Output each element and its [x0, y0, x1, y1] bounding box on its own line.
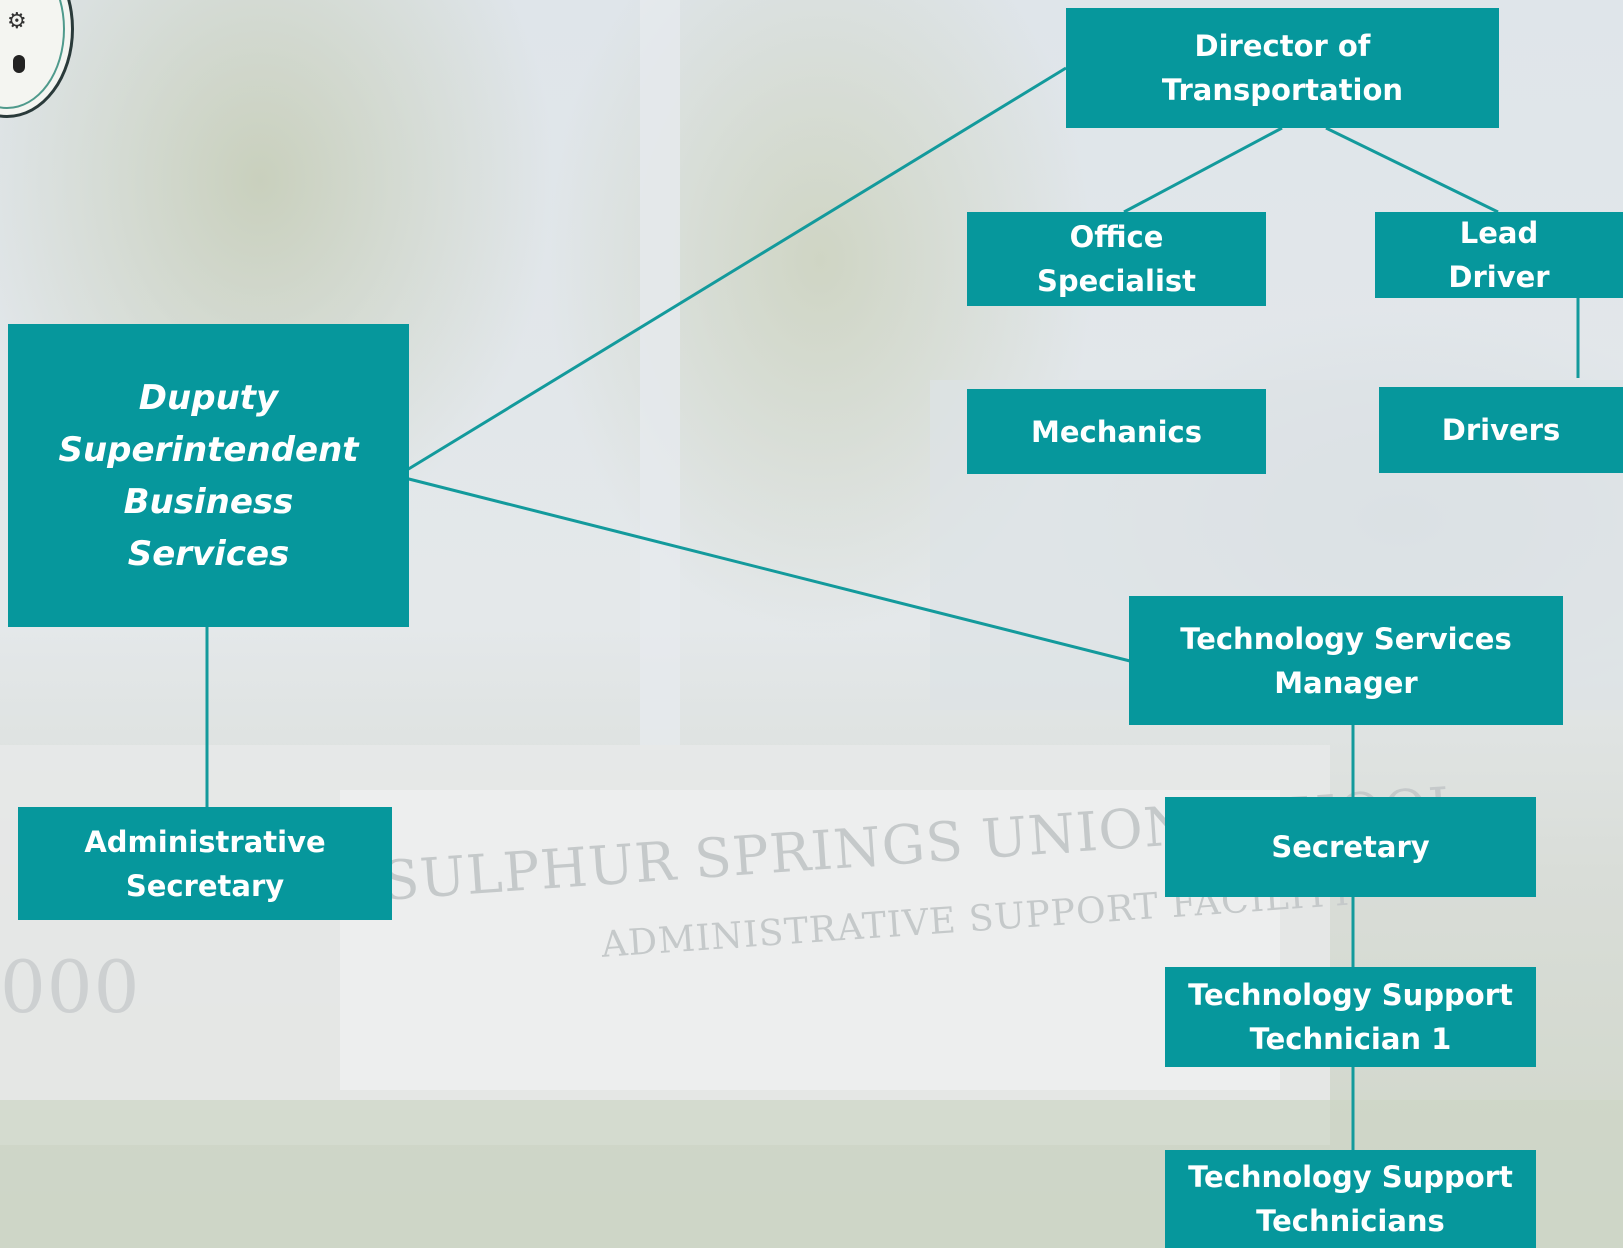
chart-node-tech-support-techs: Technology Support Technicians: [1165, 1150, 1536, 1248]
sign-number: 000: [0, 945, 141, 1029]
chart-node-tech-support-techs-label: Technology Support Technicians: [1188, 1160, 1513, 1238]
link-root-director: [396, 66, 1067, 478]
link-director-lead-driver: [1325, 126, 1499, 214]
chart-node-secretary: Secretary: [1165, 797, 1536, 897]
chart-node-drivers-label: Drivers: [1441, 413, 1561, 447]
chart-node-director-transportation-label: Director of Transportation: [1161, 29, 1404, 107]
chart-node-admin-secretary: Administrative Secretary: [18, 807, 392, 920]
chart-node-secretary-label: Secretary: [1271, 830, 1430, 864]
chart-node-drivers: Drivers: [1379, 387, 1623, 473]
chart-node-tech-manager: Technology Services Manager: [1129, 596, 1563, 725]
chart-node-lead-driver: Lead Driver: [1375, 212, 1623, 298]
sign-face: [340, 790, 1280, 1090]
chart-node-mechanics: Mechanics: [967, 389, 1266, 474]
chart-node-tech-support-1: Technology Support Technician 1: [1165, 967, 1536, 1067]
chart-node-office-specialist-label: Office Specialist: [1036, 220, 1197, 298]
chart-node-root: Duputy Superintendent Business Services: [8, 324, 409, 627]
chart-node-lead-driver-label: Lead Driver: [1448, 216, 1550, 294]
link-root-tech-manager: [396, 474, 1131, 663]
flag-pole: [640, 0, 680, 750]
chart-node-director-transportation: Director of Transportation: [1066, 8, 1499, 128]
chart-node-tech-manager-label: Technology Services Manager: [1180, 621, 1512, 700]
chart-node-tech-support-1-label: Technology Support Technician 1: [1188, 978, 1513, 1056]
chart-node-office-specialist: Office Specialist: [967, 212, 1266, 306]
chart-node-root-label: Duputy Superintendent Business Services: [58, 377, 359, 574]
link-director-office-specialist: [1123, 126, 1283, 214]
chart-node-mechanics-label: Mechanics: [1031, 414, 1202, 449]
chart-node-admin-secretary-label: Administrative Secretary: [84, 824, 326, 903]
